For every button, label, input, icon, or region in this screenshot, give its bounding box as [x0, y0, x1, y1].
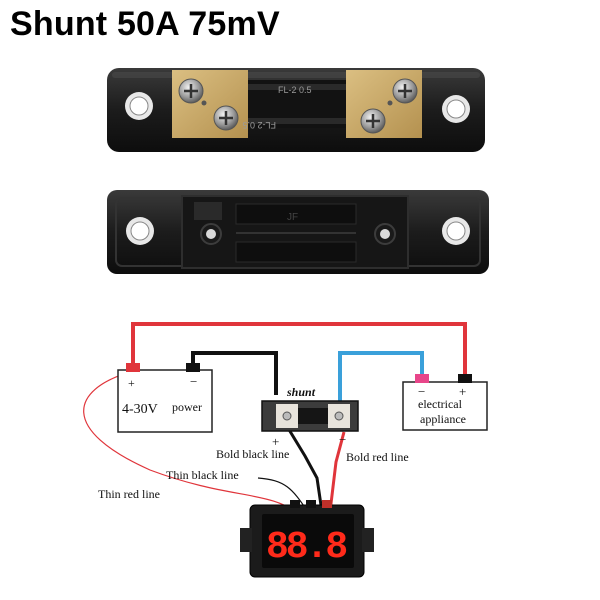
- shunt-marking-bottom: FL-2 0.5: [242, 120, 276, 130]
- bold-red-wire: [328, 431, 346, 513]
- shunt-minus-sign: −: [339, 432, 346, 447]
- power-voltage: 4-30V: [122, 402, 158, 417]
- power-positive-terminal: [126, 363, 140, 372]
- black-wire: [191, 351, 278, 395]
- nut-icon: [200, 223, 222, 245]
- appliance-negative-terminal: [415, 374, 429, 383]
- bold-black-wire: [286, 427, 324, 513]
- screw-icon: [392, 78, 418, 104]
- screw-icon: [360, 108, 386, 134]
- electrical-appliance-box: [402, 381, 488, 431]
- power-negative-terminal: [186, 363, 200, 372]
- shunt-front-view: FL-2 0.5 FL-2 0.5: [107, 68, 485, 152]
- thin-red-line-label: Thin red line: [98, 487, 160, 501]
- page-title: Shunt 50A 75mV: [10, 5, 280, 43]
- shunt-marking: JF: [287, 212, 298, 223]
- blue-wire: [338, 351, 424, 405]
- nut-icon: [374, 223, 396, 245]
- voltmeter-display: 88.8: [240, 500, 374, 578]
- thin-black-line-label: Thin black line: [166, 468, 239, 482]
- wiring-diagram: + − 4-30V power shunt + − − + electrical…: [83, 322, 488, 578]
- screw-icon: [178, 78, 204, 104]
- appliance-minus-sign: −: [418, 384, 425, 399]
- bold-red-line-label: Bold red line: [346, 450, 409, 464]
- power-plus-sign: +: [128, 376, 135, 390]
- shunt-plus-sign: +: [272, 434, 279, 449]
- power-supply-box: [117, 369, 213, 433]
- shunt-label: shunt: [286, 385, 316, 399]
- shunt-back-view: JF: [107, 190, 489, 274]
- appliance-positive-terminal: [458, 374, 472, 383]
- power-minus-sign: −: [190, 374, 197, 389]
- screw-icon: [213, 105, 239, 131]
- shunt-marking-top: FL-2 0.5: [278, 85, 312, 95]
- display-digits: 88.8: [266, 526, 346, 569]
- appliance-label-line1: electrical: [418, 397, 463, 411]
- red-wire: [131, 322, 467, 378]
- bold-black-line-label: Bold black line: [216, 447, 289, 461]
- thin-red-wire: [83, 371, 301, 516]
- appliance-plus-sign: +: [459, 384, 466, 399]
- power-label: power: [172, 400, 202, 414]
- appliance-label-line2: appliance: [420, 412, 466, 426]
- brass-terminal: [172, 70, 248, 138]
